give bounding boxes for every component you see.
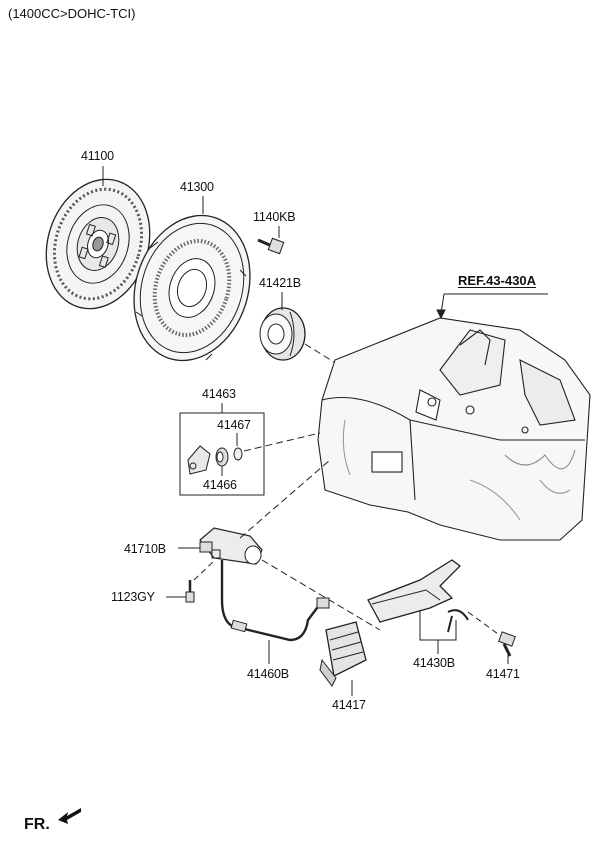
spring-41467 (233, 447, 243, 461)
part-label-41300: 41300 (180, 180, 214, 194)
bolt-1123GY (185, 580, 195, 603)
centerline-bolt (193, 559, 216, 581)
centerline-pivot (467, 611, 499, 635)
transmission-housing (317, 317, 591, 541)
boot-41417 (319, 621, 367, 687)
part-label-41100: 41100 (81, 149, 114, 163)
part-label-41467: 41467 (217, 418, 251, 432)
front-label: FR. (24, 816, 50, 833)
front-arrow-icon (58, 808, 81, 824)
part-label-41417: 41417 (332, 698, 366, 712)
part-label-1140KB: 1140KB (253, 210, 296, 224)
part-label-41466: 41466 (203, 478, 237, 492)
release-bearing-41421B (259, 307, 306, 361)
hose-41460B (220, 560, 330, 642)
ref-label: REF.43-430A (458, 273, 537, 288)
pivot-bolt-41471 (498, 631, 516, 657)
centerline-fork (261, 559, 381, 631)
part-label-41421B: 41421B (259, 276, 301, 290)
part-label-1123GY: 1123GY (111, 590, 155, 604)
part-label-41463: 41463 (202, 387, 236, 401)
clutch-disc-41100 (45, 178, 151, 310)
pressure-plate-41300 (133, 214, 251, 362)
centerline-cylinder (239, 459, 331, 539)
slave-cylinder-41710B (199, 527, 263, 565)
release-fork-41430B (367, 559, 469, 633)
diagram-header: (1400CC>DOHC-TCI) (8, 6, 136, 21)
clip-bracket (187, 445, 211, 475)
bolt-1140KB (257, 237, 285, 255)
bushing-41466 (215, 447, 229, 467)
part-label-41430B: 41430B (413, 656, 455, 670)
part-label-41460B: 41460B (247, 667, 289, 681)
part-label-41710B: 41710B (124, 542, 166, 556)
part-label-41471: 41471 (486, 667, 520, 681)
centerline-bushing (243, 432, 321, 452)
